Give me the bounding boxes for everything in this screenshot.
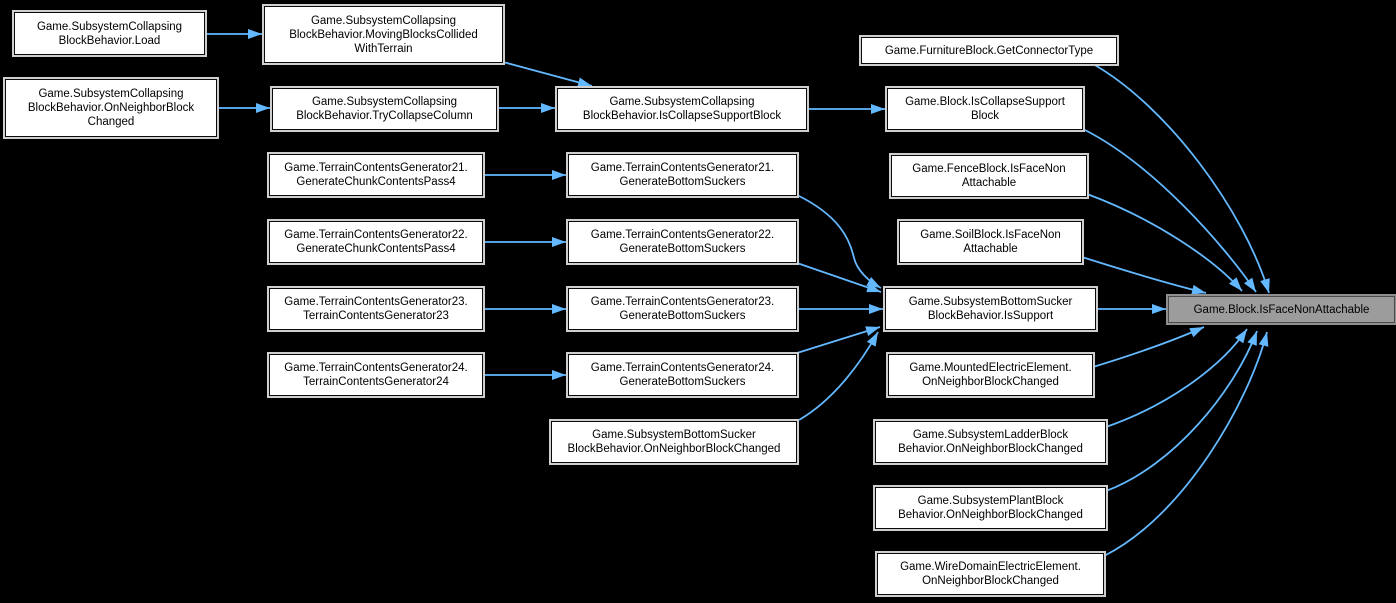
node-wiredomainelectricelement-onneighborblockchanged[interactable]: Game.WireDomainElectricElement. OnNeighb… — [877, 553, 1104, 595]
edge-mounted-to-target — [1092, 326, 1205, 368]
node-tcg24-constructor[interactable]: Game.TerrainContentsGenerator24. Terrain… — [269, 354, 483, 396]
node-trycollapsecolumn[interactable]: Game.SubsystemCollapsing BlockBehavior.T… — [272, 88, 497, 130]
edge-tcg24bs-to-issupport — [796, 326, 881, 354]
node-tcg21-generatechunkcontentspass4[interactable]: Game.TerrainContentsGenerator21. Generat… — [269, 154, 483, 196]
node-bottomsucker-onneighborblockchanged[interactable]: Game.SubsystemBottomSucker BlockBehavior… — [551, 421, 797, 463]
node-iscollapsesupportblock[interactable]: Game.SubsystemCollapsing BlockBehavior.I… — [557, 88, 807, 130]
node-mountedelectricelement-onneighborblockchanged[interactable]: Game.MountedElectricElement. OnNeighborB… — [888, 354, 1093, 396]
node-tcg22-generatebottomsuckers[interactable]: Game.TerrainContentsGenerator22. Generat… — [568, 221, 797, 263]
edge-moving-to-iscsb — [502, 61, 593, 88]
node-furnitureblock-getconnectortype[interactable]: Game.FurnitureBlock.GetConnectorType — [861, 37, 1117, 64]
edge-blockiscsb-to-target — [1082, 128, 1257, 293]
edge-bsonbc-to-issupport — [798, 331, 879, 421]
edge-furniture-to-target — [1092, 63, 1270, 294]
edge-ladder-to-target — [1105, 328, 1248, 428]
node-tcg24-generatebottomsuckers[interactable]: Game.TerrainContentsGenerator24. Generat… — [568, 354, 797, 396]
edge-fence-to-target — [1086, 193, 1243, 292]
node-subsystemcollapsing-load[interactable]: Game.SubsystemCollapsing BlockBehavior.L… — [14, 12, 205, 55]
node-tcg23-constructor[interactable]: Game.TerrainContentsGenerator23. Terrain… — [269, 288, 483, 330]
node-plantblock-onneighborblockchanged[interactable]: Game.SubsystemPlantBlock Behavior.OnNeig… — [875, 487, 1106, 529]
node-tcg23-generatebottomsuckers[interactable]: Game.TerrainContentsGenerator23. Generat… — [568, 288, 797, 330]
node-fenceblock-isfacenonattachable[interactable]: Game.FenceBlock.IsFaceNon Attachable — [891, 155, 1087, 197]
edge-tcg21bs-to-issupport — [796, 194, 882, 289]
node-bottomsucker-issupport[interactable]: Game.SubsystemBottomSucker BlockBehavior… — [885, 288, 1096, 330]
node-subsystemcollapsing-onneighborblockchanged[interactable]: Game.SubsystemCollapsing BlockBehavior.O… — [5, 79, 217, 137]
node-movingblockscollidedwithterrain[interactable]: Game.SubsystemCollapsing BlockBehavior.M… — [264, 6, 503, 63]
node-tcg21-generatebottomsuckers[interactable]: Game.TerrainContentsGenerator21. Generat… — [568, 154, 797, 196]
edge-soil-to-target — [1081, 256, 1207, 295]
node-tcg22-generatechunkcontentspass4[interactable]: Game.TerrainContentsGenerator22. Generat… — [269, 221, 483, 263]
node-ladderblock-onneighborblockchanged[interactable]: Game.SubsystemLadderBlock Behavior.OnNei… — [875, 421, 1106, 463]
edge-plant-to-target — [1105, 330, 1258, 492]
edge-wire-to-target — [1103, 331, 1269, 557]
node-block-iscollapsesupportblock[interactable]: Game.Block.IsCollapseSupport Block — [887, 88, 1083, 130]
node-block-isfacenonattachable-target: Game.Block.IsFaceNonAttachable — [1168, 296, 1395, 323]
node-soilblock-isfacenonattachable[interactable]: Game.SoilBlock.IsFaceNon Attachable — [899, 221, 1082, 263]
edge-tcg22bs-to-issupport — [796, 262, 882, 293]
